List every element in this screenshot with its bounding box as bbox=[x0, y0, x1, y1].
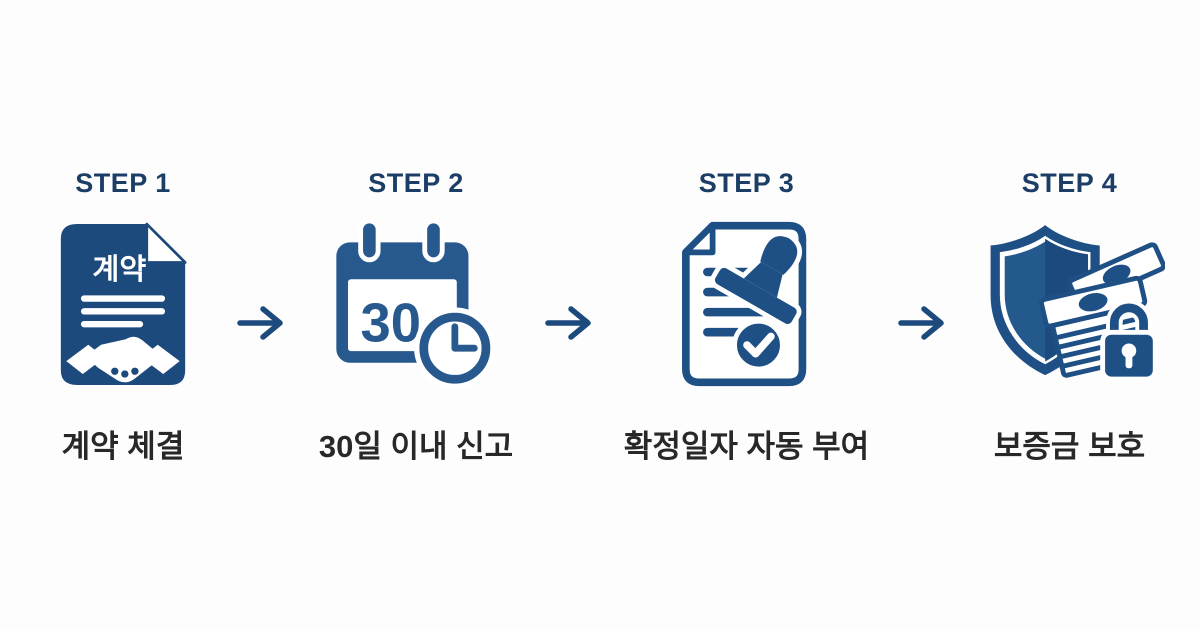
text-line bbox=[80, 294, 166, 302]
calendar-30-clock-icon: 30 bbox=[332, 219, 500, 389]
stamp-icon bbox=[709, 231, 802, 329]
calendar-rings bbox=[358, 219, 445, 263]
step-4: STEP 4 bbox=[957, 168, 1182, 466]
step-4-label: STEP 4 bbox=[1021, 168, 1118, 198]
document-shape bbox=[60, 223, 186, 385]
clock-icon bbox=[414, 307, 496, 389]
step-2-label: STEP 2 bbox=[368, 168, 464, 198]
step-3: STEP 3 bbox=[604, 168, 889, 466]
padlock-icon bbox=[1099, 299, 1158, 382]
contract-document-handshake-icon: 계약 bbox=[59, 219, 187, 389]
step-2-caption: 30일 이내 신고 bbox=[318, 429, 514, 464]
arrow-icon bbox=[542, 301, 598, 345]
step-3-label: STEP 3 bbox=[698, 168, 795, 198]
document-stamp-check-icon bbox=[661, 219, 833, 389]
step-1: STEP 1 계약 bbox=[18, 168, 228, 466]
arrow-icon bbox=[234, 301, 290, 345]
text-line bbox=[80, 320, 144, 327]
check-circle-icon bbox=[731, 318, 785, 372]
step-1-caption: 계약 체결 bbox=[61, 429, 185, 464]
step-4-caption: 보증금 보호 bbox=[993, 429, 1146, 464]
folded-corner bbox=[682, 222, 715, 256]
contract-title-text: 계약 bbox=[92, 252, 146, 285]
step-3-caption: 확정일자 자동 부여 bbox=[623, 429, 870, 464]
text-line bbox=[80, 307, 166, 315]
shield-money-lock-icon bbox=[975, 219, 1165, 389]
arrow-icon bbox=[895, 301, 951, 345]
step-2: STEP 2 30 bbox=[296, 168, 536, 466]
folded-corner bbox=[145, 222, 187, 264]
process-flow-row: STEP 1 계약 bbox=[18, 168, 1182, 466]
calendar-day-number: 30 bbox=[360, 292, 421, 353]
step-1-label: STEP 1 bbox=[75, 168, 171, 198]
handshake-icon bbox=[66, 336, 180, 382]
